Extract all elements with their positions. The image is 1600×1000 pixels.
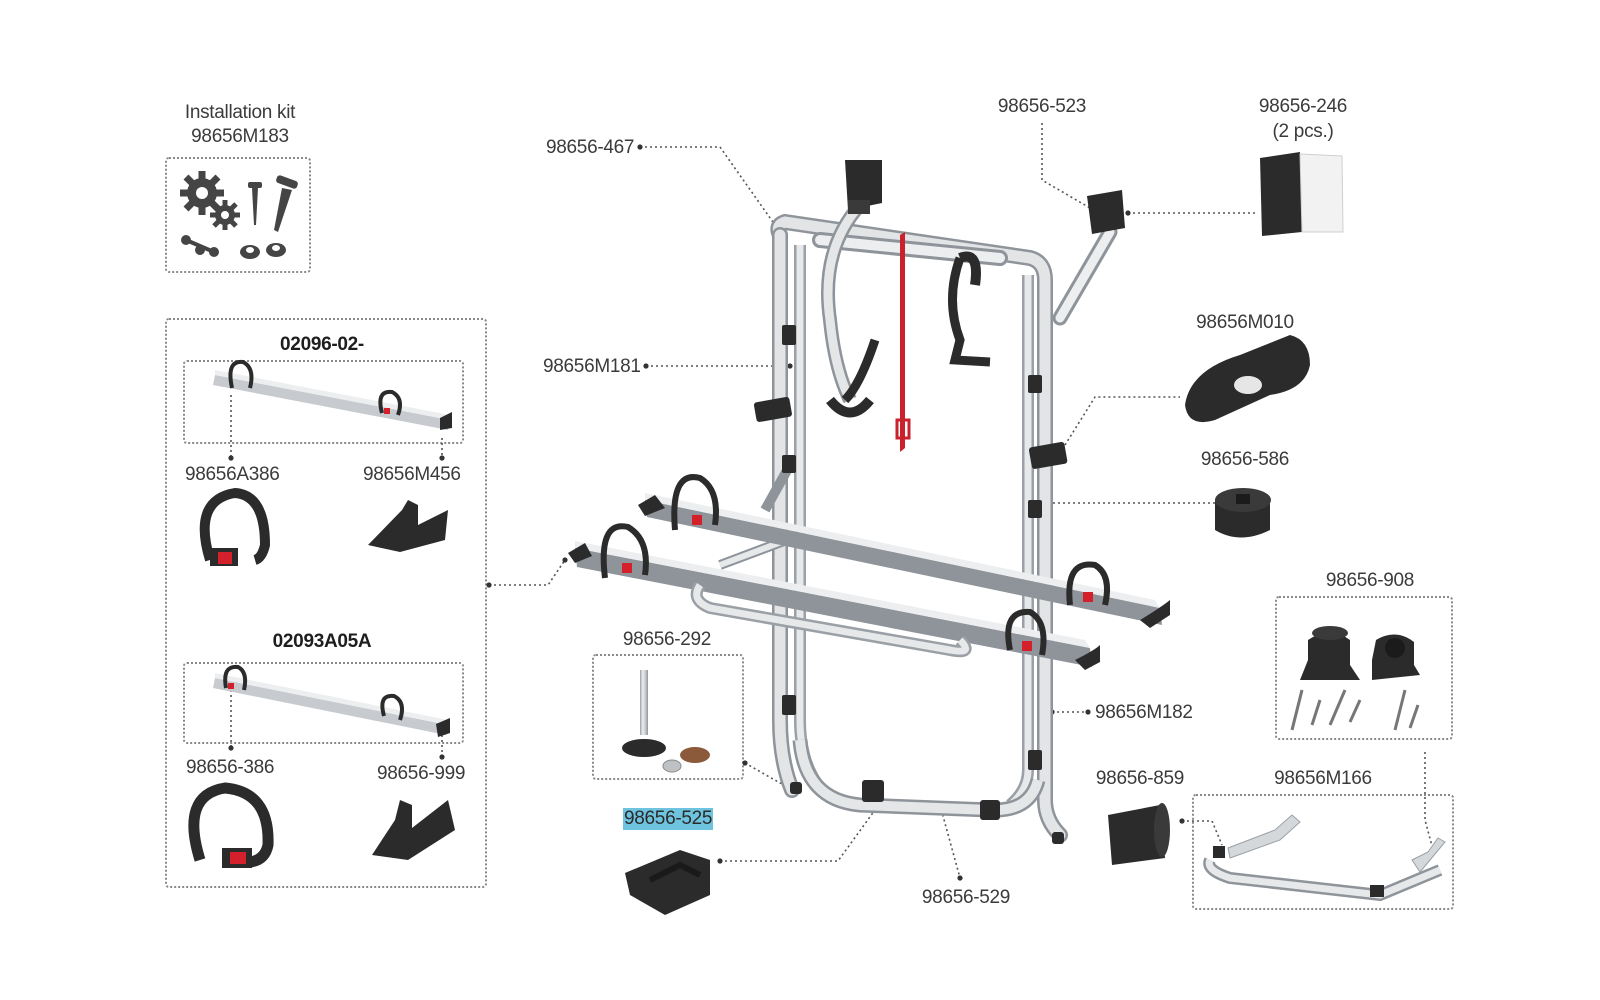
kit-b-holder-code: 98656-999 bbox=[377, 763, 466, 784]
label-98656-246: 98656-246 bbox=[1258, 96, 1348, 117]
label-98656-292: 98656-292 bbox=[622, 629, 712, 650]
bar-m166-part bbox=[1203, 814, 1446, 902]
clamp-908-part bbox=[1290, 626, 1420, 731]
leader-m010 bbox=[1064, 396, 1180, 446]
part-292-box bbox=[592, 654, 744, 780]
rail-kits-group-box bbox=[165, 318, 487, 888]
installation-kit-title: Installation kit bbox=[184, 102, 296, 123]
holder-m010-part bbox=[1185, 335, 1310, 423]
installation-kit-icons bbox=[180, 171, 298, 259]
kit-b-holder bbox=[372, 800, 455, 860]
label-98656-908: 98656-908 bbox=[1325, 570, 1415, 591]
leader-859 bbox=[1182, 820, 1223, 846]
kit-b-strap-code: 98656-386 bbox=[186, 757, 275, 778]
leader-467 bbox=[640, 146, 776, 226]
label-98656M181: 98656M181 bbox=[543, 356, 641, 377]
label-98656-525: 98656-525 bbox=[623, 808, 714, 830]
wheel-rails bbox=[568, 474, 1170, 670]
kit-b-rail-box bbox=[183, 662, 464, 744]
label-98656M010: 98656M010 bbox=[1196, 312, 1294, 333]
screw-icon bbox=[248, 175, 298, 232]
main-frame bbox=[718, 160, 1125, 844]
kit-a-rail bbox=[213, 359, 452, 430]
nut-icon bbox=[240, 243, 286, 259]
gear-icon bbox=[180, 171, 240, 230]
leader-525 bbox=[720, 802, 881, 862]
pad-246-part bbox=[1260, 152, 1344, 236]
kit-b-rail bbox=[213, 664, 450, 737]
label-98656-529: 98656-529 bbox=[921, 887, 1011, 908]
leader-rails bbox=[489, 559, 566, 586]
label-98656-523: 98656-523 bbox=[997, 96, 1087, 117]
leader-908 bbox=[1424, 752, 1433, 847]
part-m166-box bbox=[1192, 794, 1454, 910]
kit-a-code: 02096-02- bbox=[280, 334, 364, 355]
sleeve-859-part bbox=[1108, 803, 1170, 865]
bolt-292-part bbox=[622, 670, 710, 773]
leader-523 bbox=[1041, 123, 1091, 209]
label-98656-467: 98656-467 bbox=[546, 137, 635, 158]
label-98656-586: 98656-586 bbox=[1200, 449, 1290, 470]
chain-icon bbox=[181, 235, 219, 257]
part-908-box bbox=[1275, 596, 1453, 740]
kit-a-strap-code: 98656A386 bbox=[185, 464, 280, 485]
label-98656M182: 98656M182 bbox=[1095, 702, 1193, 723]
installation-kit-box bbox=[165, 157, 311, 273]
kit-b-code: 02093A05A bbox=[272, 631, 372, 652]
kit-a-holder-code: 98656M456 bbox=[363, 464, 461, 485]
label-98656-859: 98656-859 bbox=[1095, 768, 1185, 789]
foot-525-part bbox=[625, 850, 710, 915]
cap-586-part bbox=[1215, 488, 1271, 538]
kit-b-strap bbox=[188, 782, 274, 868]
kit-a-strap bbox=[199, 487, 271, 566]
kit-a-rail-box bbox=[183, 360, 464, 444]
installation-kit-code: 98656M183 bbox=[191, 126, 289, 147]
kit-a-holder bbox=[368, 500, 448, 552]
label-98656-246-qty: (2 pcs.) bbox=[1272, 121, 1334, 142]
label-98656M166: 98656M166 bbox=[1274, 768, 1372, 789]
